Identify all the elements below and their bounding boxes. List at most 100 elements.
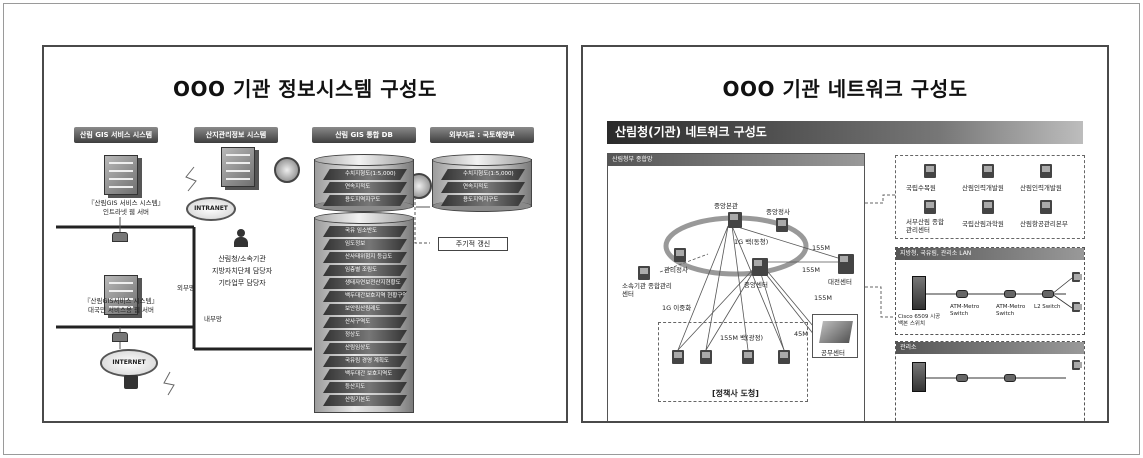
- router-icon-2: [112, 332, 128, 342]
- db-layer-6: 보안림산림레도: [323, 304, 407, 315]
- policy-pc-3: [742, 350, 754, 364]
- figure-frame: OOO 기관 정보시스템 구성도 산림 GIS 서비스 시스템 산지관리정보 시…: [3, 3, 1140, 455]
- db-layer-7: 산사구역도: [323, 317, 407, 328]
- wan-box-label: 지방청, 국유림, 관리소 LAN: [896, 248, 1084, 260]
- db-layer-13: 산림기본도: [323, 395, 407, 406]
- db-layer-4: 생태자연보전산지현황도: [323, 278, 407, 289]
- gis-intranet-label: 『산림GIS 서비스 시스템』 인트라넷 웹 서버: [88, 199, 165, 216]
- policy-pc-4: [778, 350, 790, 364]
- policy-pc-1: [672, 350, 684, 364]
- info-system-panel: OOO 기관 정보시스템 구성도 산림 GIS 서비스 시스템 산지관리정보 시…: [42, 45, 568, 423]
- wan-lines: [920, 277, 1073, 309]
- atm-switch-icon-2: [1004, 290, 1016, 298]
- ext-layer-1: 연속지적도: [441, 182, 525, 193]
- db-top-layer-0: 수치지형도(1:5,000): [323, 169, 407, 180]
- office-center-box: 공무센터: [812, 314, 858, 358]
- wan-pc-2: [1072, 302, 1082, 312]
- atm-switch-icon-1: [956, 290, 968, 298]
- node-hq-office: [776, 218, 788, 232]
- node-admin-label: 관리정사: [664, 266, 688, 274]
- periodic-update-box: 주기적 갱신: [438, 237, 508, 251]
- wan-device-1: ATM-Metro Switch: [950, 304, 980, 317]
- node-daejeon: [838, 254, 854, 274]
- wan-device-3: L2 Switch: [1034, 304, 1061, 310]
- agency-label-2: 산림인력개발원: [1020, 184, 1062, 192]
- sync-icon: [274, 157, 300, 183]
- speed-label-5: 155M 백(광정): [720, 334, 764, 342]
- agency-icon-1: [982, 164, 994, 178]
- agency-label-1: 산림인력개발원: [962, 184, 1004, 192]
- db-layer-10: 국유림 경영 계획도: [323, 356, 407, 367]
- node-affiliate-label: 소속기관 종합관리센터: [622, 282, 672, 298]
- lan-pc-1: [1072, 360, 1082, 370]
- db-top-layer-2: 용도지역지구도: [323, 195, 407, 206]
- agency-label-3: 서부산림 종합관리센터: [906, 218, 944, 234]
- db-top-cylinder: 수치지형도(1:5,000) 연속지적도 용도지역지구도: [314, 154, 414, 212]
- speed-label-2: 155M: [802, 266, 821, 274]
- node-daejeon-label: 대전센터: [828, 278, 852, 286]
- agency-label-0: 국립수목원: [906, 184, 936, 192]
- router-icon-1: [112, 232, 128, 242]
- speed-label-3: 155M: [814, 294, 833, 302]
- ext-layer-2: 용도지역지구도: [441, 195, 525, 206]
- node-affiliate: [638, 266, 650, 280]
- db-top-layer-1: 연속지적도: [323, 182, 407, 193]
- header-gis-service: 산림 GIS 서비스 시스템: [74, 127, 158, 143]
- user-icon: [234, 229, 248, 247]
- wan-device-2: ATM-Metro Switch: [996, 304, 1026, 317]
- lan-router-icon-2: [1004, 374, 1016, 382]
- wan-pc-1: [1072, 272, 1082, 282]
- network-panel: OOO 기관 네트워크 구성도 산림청(기관) 네트워크 구성도 산림청부 종합…: [581, 45, 1109, 423]
- speed-label-4: 1G 이중화: [662, 304, 692, 312]
- lan-box: 관리소: [895, 341, 1085, 421]
- lan-lines: [920, 377, 1066, 379]
- db-layer-0: 국유 임소반도: [323, 226, 407, 237]
- speed-label-0: 1G 백(동청): [734, 238, 769, 246]
- network-inner: 산림청(기관) 네트워크 구성도 산림청부 종합망: [583, 107, 1107, 421]
- node-center: [752, 258, 768, 276]
- db-layer-3: 임층별 조림도: [323, 265, 407, 276]
- lan-router-icon-1: [956, 374, 968, 382]
- node-hq-main: [728, 212, 742, 228]
- gis-public-label: 『산림GIS서비스 시스템』 대국민 서비스용 웹 서버: [84, 297, 158, 314]
- user-pc-icon: [124, 375, 138, 389]
- db-layer-8: 정상도: [323, 330, 407, 341]
- external-db-cylinder: 수치지형도(1:5,000) 연속지적도 용도지역지구도: [432, 154, 532, 212]
- policy-box-label: [정책사 도청]: [712, 389, 759, 398]
- users-label: 산림청/소속기관 지방자치단체 담당자 기타업무 담당자: [212, 255, 273, 287]
- header-integrated-db: 산림 GIS 통합 DB: [312, 127, 416, 143]
- header-info-system: 산지관리정보 시스템: [194, 127, 278, 143]
- db-layer-12: 등산지도: [323, 382, 407, 393]
- policy-box: [658, 322, 808, 402]
- network-bar: 산림청(기관) 네트워크 구성도: [607, 121, 1083, 144]
- speed-label-1: 155M: [812, 244, 831, 252]
- node-hq-main-label: 중앙본관: [714, 202, 738, 210]
- inner-network-label: 내부망: [204, 315, 222, 323]
- db-main-cylinder: 국유 임소반도 임도정보 산사태위험지 등급도 임층별 조림도 생태자연보전산지…: [314, 212, 414, 413]
- db-layer-2: 산사태위험지 등급도: [323, 252, 407, 263]
- node-center-label: 중앙센터: [744, 281, 768, 289]
- header-external: 외부자료 : 국토해양부: [430, 127, 534, 143]
- agency-icon-0: [924, 164, 936, 178]
- wan-device-0: Cisco 6509 시공 백본 스위치: [898, 314, 941, 327]
- agency-icon-5: [1040, 200, 1052, 214]
- connector-lines: [865, 194, 895, 318]
- agency-label-4: 국립산림과학원: [962, 220, 1004, 228]
- node-hq-office-label: 중앙정사: [766, 208, 790, 216]
- agency-label-5: 산림항공관리본부: [1020, 220, 1068, 228]
- lan-switch-icon: [912, 362, 926, 392]
- ext-layer-0: 수치지형도(1:5,000): [441, 169, 525, 180]
- l2-switch-icon: [1042, 290, 1054, 298]
- agencies-box: 국립수목원 산림인력개발원 산림인력개발원 서부산림 종합관리센터 국립산림과학…: [895, 155, 1085, 239]
- lan-box-label: 관리소: [896, 342, 1084, 354]
- network-title: OOO 기관 네트워크 구성도: [722, 77, 968, 101]
- outer-network-label: 외부망: [177, 284, 195, 292]
- db-layer-11: 백두대간 보호지역도: [323, 369, 407, 380]
- node-admin: [674, 248, 686, 262]
- backbone-switch-icon: [912, 276, 926, 310]
- agency-icon-3: [924, 200, 936, 214]
- speed-label-6: 45M: [794, 330, 808, 338]
- policy-pc-2: [700, 350, 712, 364]
- db-layer-5: 백두대간보호지역 현황구역도: [323, 291, 407, 302]
- intranet-cloud: INTRANET: [186, 197, 236, 221]
